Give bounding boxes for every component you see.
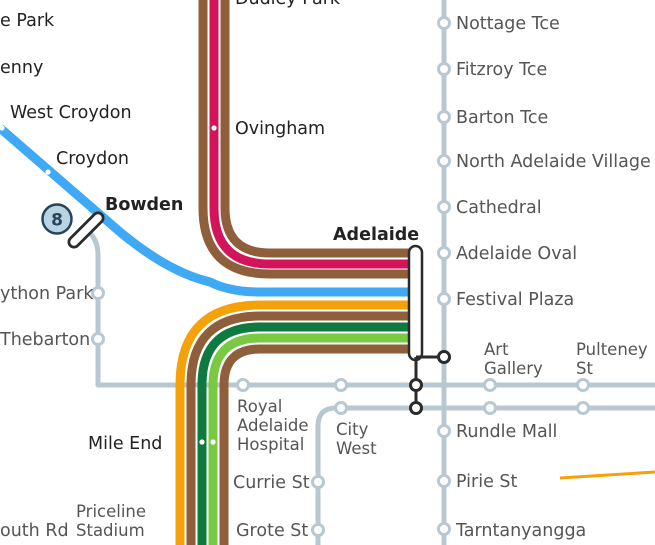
- rail-line-orange-east-fragment: [559, 470, 655, 480]
- stop-tarntanyangga[interactable]: [437, 522, 451, 536]
- label-currie-st[interactable]: Currie St: [233, 473, 310, 493]
- label-west-croydon[interactable]: West Croydon: [10, 103, 132, 123]
- bowden-station-capsule-inner: [70, 214, 102, 246]
- rail-line-blue-outer-harbor: [0, 124, 414, 297]
- label-priceline-line2[interactable]: Stadium: [76, 521, 145, 540]
- interchange-node-east[interactable]: [437, 350, 451, 364]
- label-dudley-park[interactable]: Dudley Park: [235, 0, 341, 9]
- rail-line-light-green: [208, 333, 414, 545]
- label-bowden[interactable]: Bowden: [105, 195, 183, 215]
- stop-barton-tce[interactable]: [437, 110, 451, 124]
- stop-rundle-mall[interactable]: [437, 424, 451, 438]
- label-city-west-line2[interactable]: West: [336, 439, 377, 458]
- stop-royal-adelaide-hospital[interactable]: [236, 378, 250, 392]
- rail-line-crimson: [209, 0, 414, 269]
- label-pulteney-line1[interactable]: Pulteney: [576, 340, 648, 359]
- label-rundle-mall[interactable]: Rundle Mall: [456, 422, 557, 442]
- label-nottage-tce[interactable]: Nottage Tce: [456, 14, 560, 34]
- rail-station-dots: [0, 125, 217, 445]
- label-thebarton[interactable]: Thebarton: [0, 330, 90, 350]
- stop-brompton-park[interactable]: [91, 286, 105, 300]
- label-pirie-st[interactable]: Pirie St: [456, 472, 518, 492]
- label-festival-plaza[interactable]: Festival Plaza: [456, 290, 574, 310]
- stop-city-west-lower[interactable]: [334, 401, 348, 415]
- station-dot-ovingham[interactable]: [211, 125, 217, 131]
- station-dot-mile-end-1[interactable]: [199, 439, 205, 445]
- stop-cathedral[interactable]: [437, 200, 451, 214]
- rail-line-brown-south: [186, 311, 414, 545]
- label-barton-tce[interactable]: Barton Tce: [456, 108, 548, 128]
- stop-fitzroy-tce[interactable]: [437, 62, 451, 76]
- label-pulteney-line2[interactable]: St: [576, 359, 593, 378]
- label-mile-end[interactable]: Mile End: [88, 434, 162, 454]
- label-grote-st[interactable]: Grote St: [236, 521, 308, 541]
- stop-loop-pulteney[interactable]: [576, 401, 590, 415]
- label-kilkenny-partial[interactable]: enny: [0, 58, 43, 78]
- label-rah-line3[interactable]: Hospital: [237, 435, 304, 454]
- label-adelaide-oval[interactable]: Adelaide Oval: [456, 244, 577, 264]
- bowden-interchange[interactable]: 8: [41, 203, 105, 249]
- label-rah-line2[interactable]: Adelaide: [237, 416, 309, 435]
- label-brompton-park-partial[interactable]: ython Park: [0, 284, 94, 304]
- label-priceline-line1[interactable]: Priceline: [76, 502, 146, 521]
- interchange-node-upper[interactable]: [409, 378, 423, 392]
- stop-currie-st[interactable]: [311, 475, 325, 489]
- stop-thebarton[interactable]: [91, 332, 105, 346]
- label-adelaide[interactable]: Adelaide: [333, 225, 419, 245]
- station-dot-croydon[interactable]: [45, 169, 51, 175]
- label-fitzroy-tce[interactable]: Fitzroy Tce: [456, 60, 547, 80]
- label-rah-line1[interactable]: Royal: [237, 397, 282, 416]
- label-art-gallery-line1[interactable]: Art: [484, 340, 509, 359]
- label-south-rd-partial[interactable]: outh Rd: [0, 521, 69, 541]
- label-art-gallery-line2[interactable]: Gallery: [484, 359, 543, 378]
- label-park-partial[interactable]: e Park: [0, 11, 55, 31]
- stop-city-west-upper[interactable]: [334, 378, 348, 392]
- tram-stops: [91, 16, 590, 537]
- stop-nottage-tce[interactable]: [437, 16, 451, 30]
- label-cathedral[interactable]: Cathedral: [456, 198, 542, 218]
- tram-line-botanic-west: [83, 227, 655, 388]
- label-croydon[interactable]: Croydon: [56, 149, 129, 169]
- route-badge-number: 8: [51, 211, 63, 231]
- label-ovingham[interactable]: Ovingham: [235, 119, 325, 139]
- rail-line-brown-south-2: [219, 344, 414, 545]
- route-badge: [41, 203, 73, 235]
- stop-north-adelaide-village[interactable]: [437, 154, 451, 168]
- station-dot-west-croydon[interactable]: [0, 125, 5, 131]
- interchange-node-lower[interactable]: [409, 401, 423, 415]
- label-north-adelaide-village[interactable]: North Adelaide Village: [456, 152, 651, 172]
- adelaide-station-bar[interactable]: [407, 244, 424, 362]
- rail-line-brown-north-1: [198, 0, 414, 279]
- rail-line-dark-green: [197, 322, 414, 545]
- stop-art-gallery[interactable]: [483, 378, 497, 392]
- stop-pirie-st[interactable]: [437, 474, 451, 488]
- stop-adelaide-oval[interactable]: [437, 246, 451, 260]
- stop-pulteney-st[interactable]: [576, 378, 590, 392]
- stop-grote-st[interactable]: [311, 523, 325, 537]
- station-dot-mile-end-2[interactable]: [210, 439, 216, 445]
- stop-festival-plaza[interactable]: [437, 292, 451, 306]
- rail-line-brown-north-2: [220, 0, 414, 258]
- adelaide-interchange[interactable]: [407, 244, 451, 415]
- rail-line-orange: [175, 300, 414, 545]
- stop-loop-art-gallery[interactable]: [483, 401, 497, 415]
- label-city-west-line1[interactable]: City: [336, 420, 369, 439]
- label-tarntanyangga[interactable]: Tarntanyangga: [455, 521, 586, 541]
